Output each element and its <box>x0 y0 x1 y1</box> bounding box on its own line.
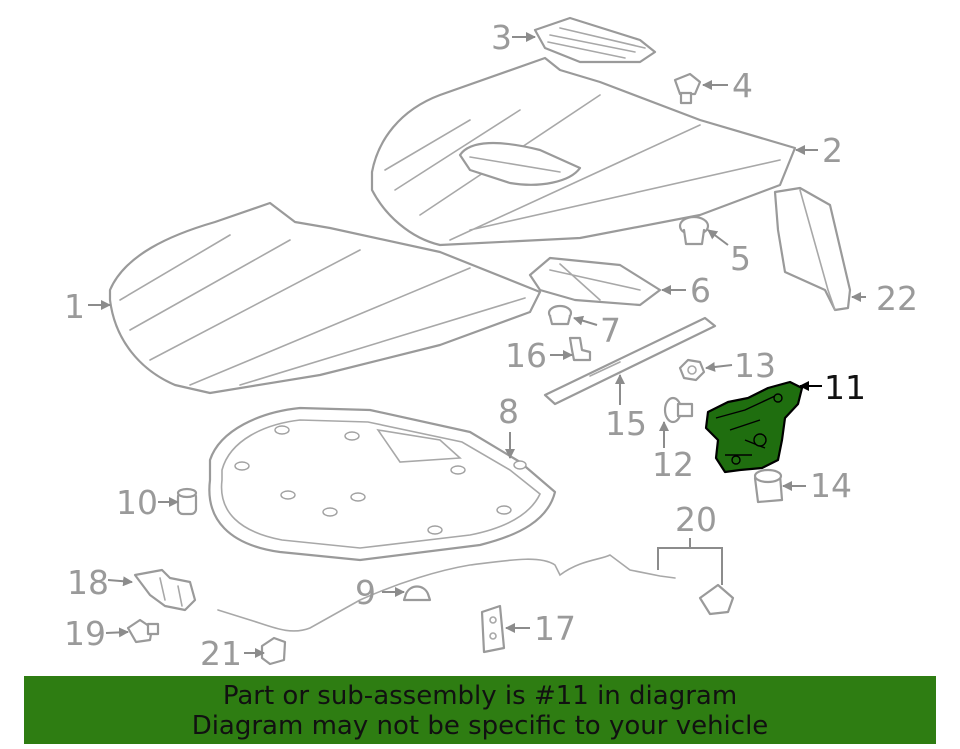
callout-18: 18 <box>67 563 109 602</box>
callout-21: 21 <box>200 634 242 673</box>
part-13-nut <box>678 358 706 382</box>
part-16-pin <box>568 336 592 362</box>
part-22-seal <box>773 186 852 312</box>
part-17-bracket <box>480 604 506 654</box>
banner-line-2: Diagram may not be specific to your vehi… <box>191 711 769 741</box>
part-5-grommet <box>678 215 710 246</box>
part-6-vent <box>528 256 662 307</box>
callout-16: 16 <box>505 336 547 375</box>
part-4-clip <box>673 72 702 105</box>
part-12-bolt <box>663 396 694 424</box>
callout-20: 20 <box>675 500 717 539</box>
part-21-handle <box>260 636 287 666</box>
part-14-bumper <box>753 468 784 504</box>
part-1-outer-hood <box>108 201 542 395</box>
callout-17: 17 <box>534 609 576 648</box>
banner-line-1: Part or sub-assembly is #11 in diagram <box>222 681 738 711</box>
part-2-hood-panel <box>370 56 797 247</box>
callout-1: 1 <box>64 287 85 326</box>
callout-6: 6 <box>690 271 711 310</box>
callout-7: 7 <box>600 311 621 350</box>
part-3-hood-scoop <box>533 16 657 64</box>
callout-15: 15 <box>605 404 647 443</box>
small-fasteners <box>126 72 784 666</box>
callout-11: 11 <box>824 368 866 407</box>
part-18-latch <box>133 568 197 612</box>
callout-labels: 1 2 3 4 5 6 7 8 9 10 11 12 13 14 15 16 1… <box>64 18 918 673</box>
part-19-bolt <box>126 618 160 644</box>
callout-22: 22 <box>876 279 918 318</box>
callout-2: 2 <box>822 131 843 170</box>
part-11-hood-hinge <box>704 380 804 474</box>
part-20-bracket <box>698 583 735 616</box>
callout-10: 10 <box>116 483 158 522</box>
callout-19: 19 <box>64 614 106 653</box>
callout-14: 14 <box>810 466 852 505</box>
part-15-strut <box>543 316 717 406</box>
part-10-bumper <box>176 487 198 516</box>
info-banner: Part or sub-assembly is #11 in diagram D… <box>24 676 936 744</box>
callout-12: 12 <box>652 445 694 484</box>
callout-3: 3 <box>491 18 512 57</box>
part-9-clip <box>402 585 432 602</box>
callout-8: 8 <box>498 392 519 431</box>
part-7-nut <box>547 304 573 326</box>
callout-13: 13 <box>734 346 776 385</box>
part-8-insulator <box>208 406 557 562</box>
leader-lines <box>88 32 866 658</box>
release-cable <box>217 554 676 632</box>
callout-4: 4 <box>732 66 753 105</box>
callout-5: 5 <box>730 239 751 278</box>
callout-9: 9 <box>355 573 376 612</box>
